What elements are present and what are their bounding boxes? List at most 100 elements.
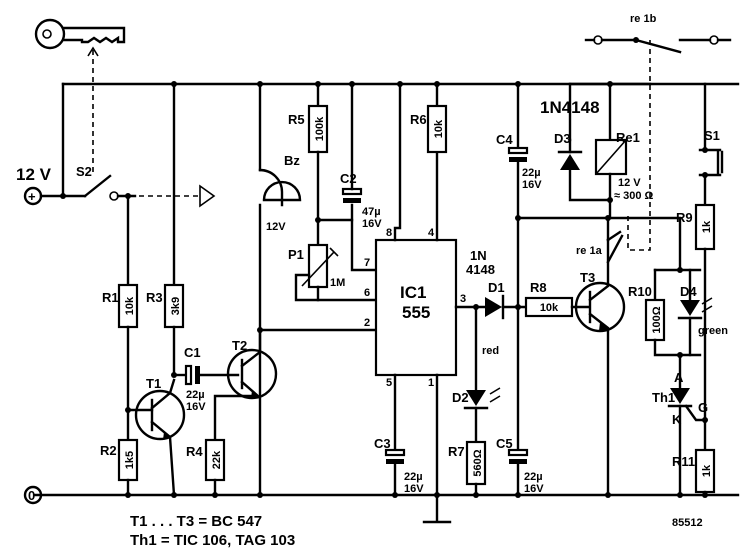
s2-label: S2 <box>76 164 92 179</box>
c5-v1: 22µ <box>524 471 543 483</box>
switch-s2: S2 <box>76 164 119 201</box>
transistor-t1 <box>134 378 186 497</box>
ic1-pin3: 3 <box>460 293 466 305</box>
capacitor-c4 <box>507 146 529 155</box>
r8-label: R8 <box>530 280 547 295</box>
r3-value: 3k9 <box>170 297 182 315</box>
r9-label: R9 <box>676 210 693 225</box>
ic1-pin6: 6 <box>364 287 370 299</box>
r3-label: R3 <box>146 290 163 305</box>
diode-d1 <box>485 294 505 320</box>
bz-label: Bz <box>284 153 300 168</box>
r10-value: 100Ω <box>651 306 663 333</box>
c5-v2: 16V <box>524 483 544 495</box>
r10-label: R10 <box>628 284 652 299</box>
d4-color: green <box>698 325 728 337</box>
ic1-name: IC1 <box>400 283 426 302</box>
buzzer-bz <box>258 168 302 207</box>
led-d2 <box>463 387 501 410</box>
c4-v2: 16V <box>522 179 542 191</box>
r6-label: R6 <box>410 112 427 127</box>
r11-label: R11 <box>672 454 695 469</box>
c1-v1: 22µ <box>186 389 205 401</box>
ground-icon <box>422 493 452 524</box>
re1b-label: re 1b <box>630 13 657 25</box>
ground-label: 0 <box>28 488 35 503</box>
r1-value: 10k <box>124 296 136 315</box>
capacitor-c5 <box>507 448 529 457</box>
re1a-label: re 1a <box>576 245 603 257</box>
t2-label: T2 <box>232 338 247 353</box>
p1-label: P1 <box>288 247 304 262</box>
ground-terminal <box>23 485 43 505</box>
t1-label: T1 <box>146 376 161 391</box>
r8-value: 10k <box>540 302 559 314</box>
c4-v1: 22µ <box>522 167 541 179</box>
transistor-t3 <box>574 238 626 497</box>
c3-v1: 22µ <box>404 471 423 483</box>
th1-gate: G <box>698 400 708 415</box>
ic1-pin1: 1 <box>428 377 434 389</box>
relay-voltage: 12 V <box>618 177 641 189</box>
bz-voltage: 12V <box>266 221 286 233</box>
d1-label: D1 <box>488 280 505 295</box>
transistor-t2 <box>213 328 278 442</box>
diode-d3 <box>557 150 583 170</box>
d3-label: D3 <box>554 131 571 146</box>
ic1-pin5: 5 <box>386 377 392 389</box>
r11-value: 1k <box>701 464 713 477</box>
led-d4 <box>677 297 713 320</box>
th1-cathode: K <box>672 412 682 427</box>
ic1-pin8: 8 <box>386 227 392 239</box>
key-link-arrow <box>87 46 99 57</box>
d2-label: D2 <box>452 390 469 405</box>
r4-label: R4 <box>186 444 203 459</box>
ic1-555 <box>374 238 458 377</box>
r5-value: 100k <box>314 116 326 141</box>
r5-label: R5 <box>288 112 305 127</box>
th1-label: Th1 <box>652 390 675 405</box>
r4-value: 22k <box>211 450 223 469</box>
capacitor-c1 <box>184 364 193 386</box>
note-line2: Th1 = TIC 106, TAG 103 <box>130 532 295 549</box>
d1-type2: 4148 <box>466 262 495 277</box>
key-icon <box>34 18 126 50</box>
figure-code: 85512 <box>672 517 703 529</box>
c2-label: C2 <box>340 171 357 186</box>
d3-type: 1N4148 <box>540 98 600 117</box>
switch-s1 <box>698 147 724 178</box>
relay-contact-re1b <box>584 35 732 54</box>
c2-v1: 47µ <box>362 206 381 218</box>
c3-v2: 16V <box>404 483 424 495</box>
ic1-pin7: 7 <box>364 257 370 269</box>
d4-label: D4 <box>680 284 697 299</box>
relay-contact-re1a <box>606 234 624 264</box>
supply-plus: + <box>28 189 36 204</box>
r7-label: R7 <box>448 444 465 459</box>
relay-resistance: ≈ 300 Ω <box>614 190 654 202</box>
d1-type1: 1N <box>470 248 487 263</box>
supply-voltage: 12 V <box>16 165 52 184</box>
r7-value: 560Ω <box>472 449 484 476</box>
c1-label: C1 <box>184 345 201 360</box>
resistor-r6 <box>426 104 448 154</box>
capacitor-c3 <box>384 448 406 457</box>
p1-value: 1M <box>330 277 345 289</box>
ic1-pin4: 4 <box>428 227 435 239</box>
d2-color: red <box>482 345 499 357</box>
r9-value: 1k <box>701 220 713 233</box>
ic1-type: 555 <box>402 303 430 322</box>
c5-label: C5 <box>496 436 513 451</box>
t3-label: T3 <box>580 270 595 285</box>
potentiometer-p1 <box>307 243 329 289</box>
c3-label: C3 <box>374 436 391 451</box>
c1-v2: 16V <box>186 401 206 413</box>
relay-name: Re1 <box>616 130 640 145</box>
th1-anode: A <box>674 370 684 385</box>
c4-label: C4 <box>496 132 513 147</box>
s1-label: S1 <box>704 128 720 143</box>
ic1-pin2: 2 <box>364 317 370 329</box>
r6-value: 10k <box>433 119 445 138</box>
